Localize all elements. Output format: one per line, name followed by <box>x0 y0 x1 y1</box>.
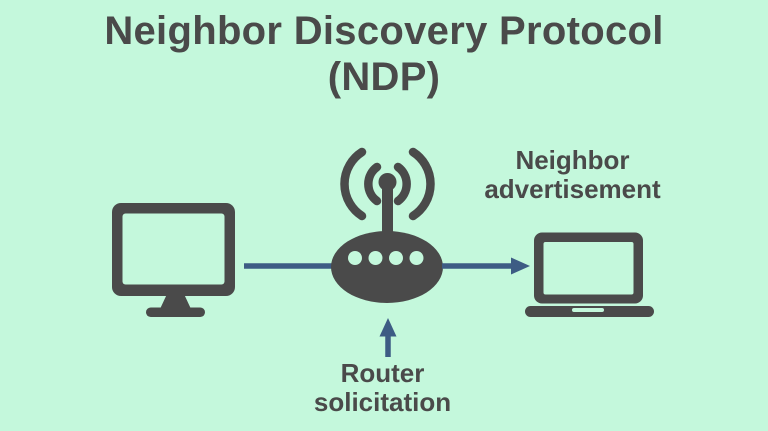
router-led-dots <box>348 251 424 265</box>
wifi-wave-outer-left <box>340 147 367 221</box>
router-antenna-knob <box>378 173 397 191</box>
arrow-router-solicitation-up <box>379 318 397 357</box>
monitor-stand-neck <box>160 294 191 309</box>
page-title: Neighbor Discovery Protocol (NDP) <box>0 8 768 100</box>
router-antenna-stem <box>382 185 393 247</box>
wifi-wave-outer-right <box>408 147 435 221</box>
arrow-router-to-laptop-head <box>511 257 530 275</box>
wifi-wave-inner-left <box>364 162 382 206</box>
wifi-wave-inner-right <box>393 162 411 206</box>
monitor-screen <box>122 213 225 285</box>
page-title-line-2: (NDP) <box>327 55 441 99</box>
wireless-router-icon <box>331 173 443 303</box>
router-led-dot <box>389 251 403 265</box>
router-solicitation-line-2: solicitation <box>313 387 452 418</box>
monitor-stand-base <box>146 307 205 317</box>
router-led-dot <box>409 251 424 265</box>
neighbor-advertisement-line-1: Neighbor <box>515 145 630 175</box>
router-wifi-waves-icon <box>340 147 435 221</box>
neighbor-advertisement-line-2: advertisement <box>484 174 661 205</box>
label-neighbor-advertisement: Neighbor advertisement <box>430 145 715 205</box>
arrow-router-to-laptop <box>442 257 530 275</box>
label-router-solicitation: Router solicitation <box>240 358 525 418</box>
router-led-dot <box>348 251 362 265</box>
router-body <box>331 231 443 303</box>
router-led-dot <box>368 251 383 265</box>
router-solicitation-line-1: Router <box>340 358 425 388</box>
laptop-screen <box>543 242 634 295</box>
laptop-base-notch <box>572 308 604 312</box>
arrow-router-solicitation-head <box>379 318 397 337</box>
page-title-line-1: Neighbor Discovery Protocol <box>104 9 664 53</box>
